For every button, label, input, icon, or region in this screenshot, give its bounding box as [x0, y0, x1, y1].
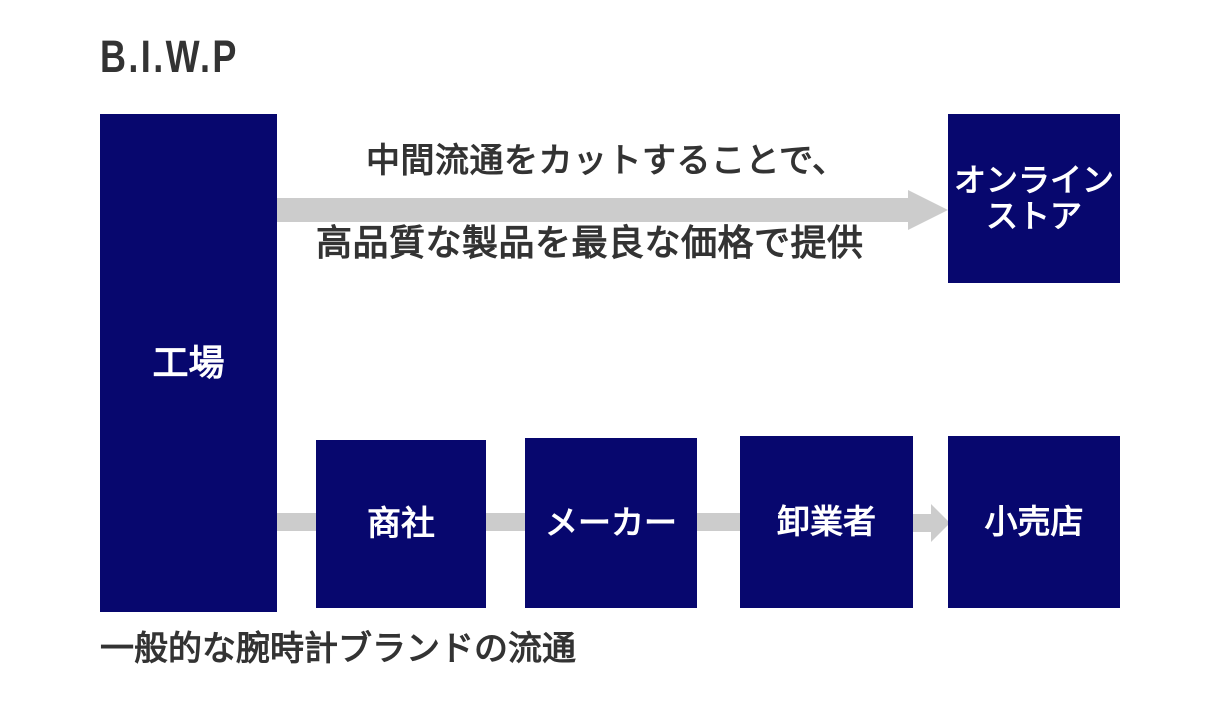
node-online-store-label-line1: オンライン — [953, 161, 1114, 198]
node-online-store-label: オンライン ストア — [953, 161, 1114, 235]
page-title: B.I.W.P — [100, 31, 239, 82]
connector-factory-to-trading-company — [276, 513, 318, 531]
node-maker-label: メーカー — [545, 503, 677, 541]
node-trading-company: 商社 — [316, 440, 486, 608]
pitch-text-line-2: 高品質な製品を最良な価格で提供 — [316, 222, 864, 263]
node-wholesaler: 卸業者 — [740, 436, 913, 608]
pitch-text-line-1: 中間流通をカットすることで、 — [366, 142, 847, 180]
arrow-right-icon — [911, 504, 950, 542]
node-online-store-label-line2: ストア — [985, 197, 1082, 234]
node-wholesaler-label: 卸業者 — [777, 502, 876, 540]
node-maker: メーカー — [525, 438, 697, 608]
node-factory: 工場 — [100, 114, 277, 612]
node-factory-label: 工場 — [152, 341, 225, 383]
arrow-factory-to-online-store — [276, 190, 948, 230]
node-retailer: 小売店 — [948, 436, 1120, 608]
arrow-wholesaler-to-retailer — [911, 504, 950, 542]
arrow-right-icon — [276, 190, 948, 230]
node-retailer-label: 小売店 — [984, 502, 1084, 540]
node-trading-company-label: 商社 — [367, 504, 435, 543]
connector-maker-to-wholesaler — [695, 513, 742, 531]
diagram-caption: 一般的な腕時計ブランドの流通 — [100, 630, 576, 668]
connector-trading-company-to-maker — [484, 513, 527, 531]
node-online-store: オンライン ストア — [948, 114, 1120, 283]
